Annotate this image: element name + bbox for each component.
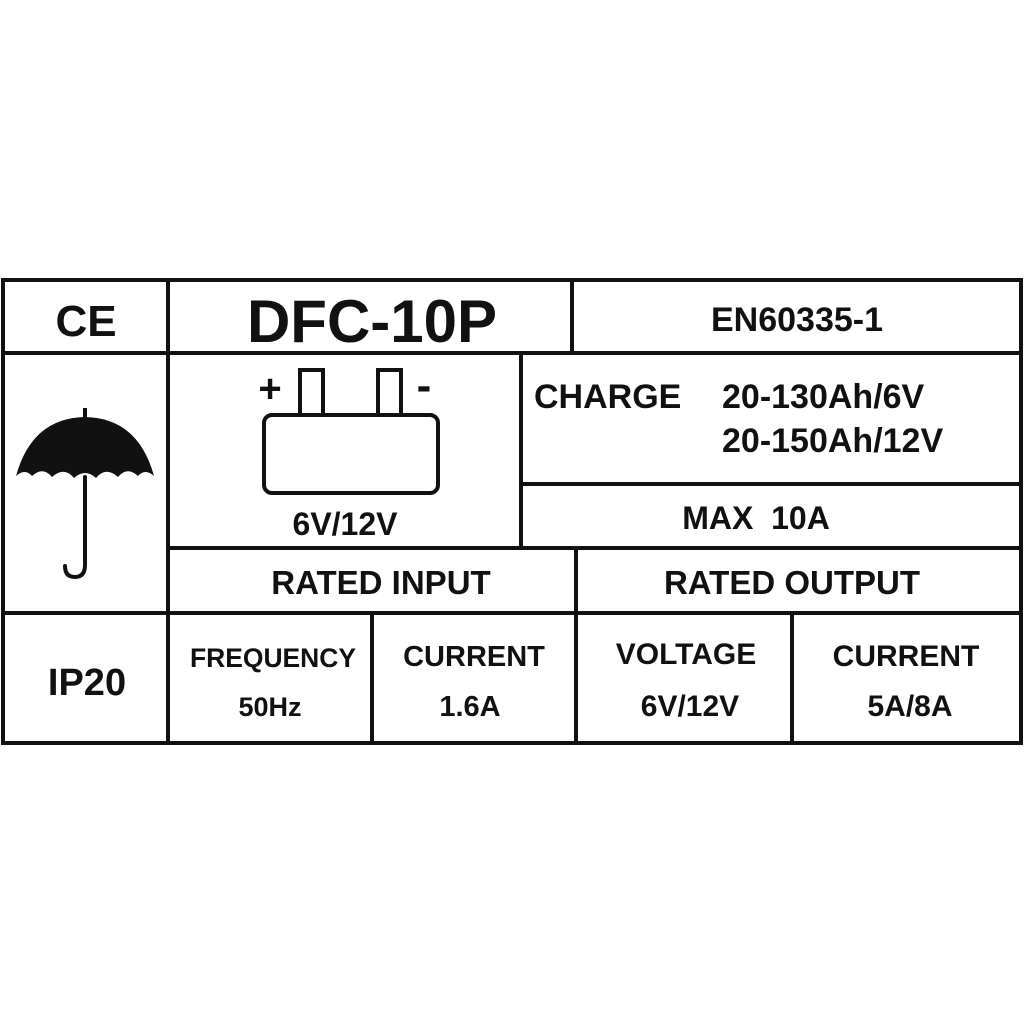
output-voltage-label: VOLTAGE bbox=[616, 638, 757, 671]
model-number: DFC-10P bbox=[247, 288, 497, 355]
input-frequency-value: 50Hz bbox=[238, 692, 301, 722]
standard-number: EN60335-1 bbox=[711, 301, 883, 339]
charge-label: CHARGE bbox=[534, 378, 681, 416]
ce-mark: CE bbox=[55, 297, 116, 346]
output-voltage-value: 6V/12V bbox=[641, 690, 739, 723]
battery-minus-sign: - bbox=[417, 361, 432, 410]
charge-range-12v: 20-150Ah/12V bbox=[722, 422, 943, 460]
rated-input-header: RATED INPUT bbox=[271, 564, 490, 601]
battery-plus-sign: + bbox=[258, 367, 281, 411]
max-current: MAX 10A bbox=[682, 500, 830, 536]
umbrella-icon bbox=[16, 408, 154, 580]
output-current-value: 5A/8A bbox=[867, 690, 952, 723]
label-border bbox=[1, 278, 1023, 745]
rated-output-header: RATED OUTPUT bbox=[664, 564, 920, 601]
input-frequency-label: FREQUENCY bbox=[190, 643, 356, 673]
input-current-label: CURRENT bbox=[403, 641, 545, 673]
battery-icon bbox=[262, 368, 440, 495]
battery-voltage: 6V/12V bbox=[293, 506, 399, 542]
charge-range-6v: 20-130Ah/6V bbox=[722, 378, 925, 416]
input-current-value: 1.6A bbox=[439, 691, 500, 723]
table-grid bbox=[1, 278, 1023, 745]
ip-rating: IP20 bbox=[48, 662, 126, 704]
output-current-label: CURRENT bbox=[833, 640, 980, 673]
